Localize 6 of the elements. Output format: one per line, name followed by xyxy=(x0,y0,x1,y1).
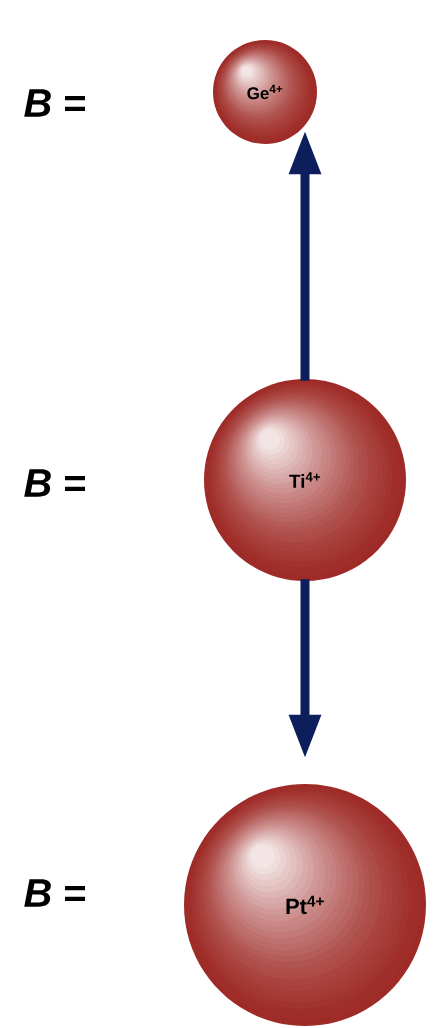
symbol-label: B = xyxy=(24,469,85,497)
sphere: Pt$^{4+}$ xyxy=(184,784,426,1026)
symbol-label: B = xyxy=(24,879,85,907)
sphere: Ge$^{4+}$ xyxy=(213,40,317,144)
symbol-label: B = xyxy=(24,89,85,117)
sphere: Ti$^{4+}$ xyxy=(204,379,406,581)
